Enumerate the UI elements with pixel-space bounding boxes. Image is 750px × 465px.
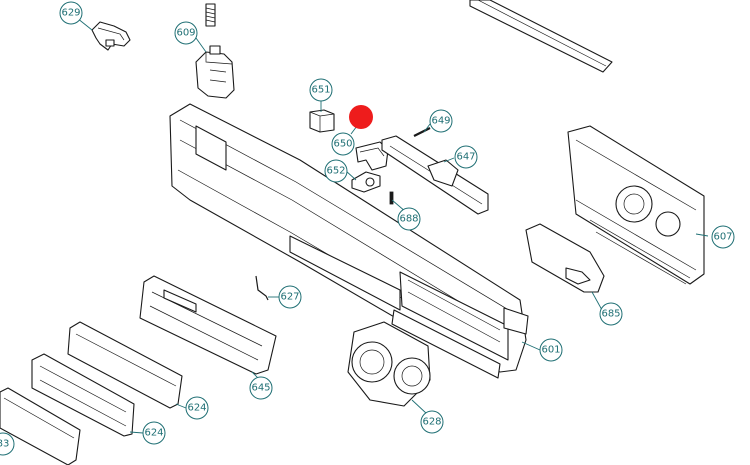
part-649-screw bbox=[413, 127, 431, 137]
callout-label: 629 bbox=[61, 8, 80, 19]
callout-649[interactable]: 649 bbox=[429, 109, 453, 133]
part-629-bracket bbox=[91, 21, 131, 51]
part-652-latch bbox=[351, 171, 381, 193]
callout-624-cover[interactable]: 624 bbox=[185, 396, 209, 420]
callout-647[interactable]: 647 bbox=[454, 145, 478, 169]
part-627-wire bbox=[255, 275, 269, 301]
part-647-latch-bar bbox=[381, 135, 489, 215]
callout-label: 685 bbox=[601, 309, 620, 320]
part-685-gasket bbox=[525, 223, 605, 293]
part-607-control-module bbox=[567, 125, 705, 285]
callout-label: 609 bbox=[176, 28, 195, 39]
callout-label: 688 bbox=[399, 214, 418, 225]
callout-label: 628 bbox=[422, 417, 441, 428]
part-645-display-housing bbox=[139, 275, 277, 375]
callout-683[interactable]: 83 bbox=[0, 432, 15, 456]
part-688-pin bbox=[389, 191, 394, 205]
callout-685[interactable]: 685 bbox=[599, 302, 623, 326]
callout-label: 601 bbox=[541, 345, 560, 356]
callout-629[interactable]: 629 bbox=[59, 1, 83, 25]
callout-607[interactable]: 607 bbox=[711, 225, 735, 249]
callout-651[interactable]: 651 bbox=[309, 78, 333, 102]
callout-label: 652 bbox=[326, 166, 345, 177]
part-650-bracket bbox=[355, 141, 389, 171]
callout-label: 83 bbox=[0, 439, 9, 450]
callout-628[interactable]: 628 bbox=[420, 410, 444, 434]
callout-624-frame[interactable]: 624 bbox=[142, 421, 166, 445]
part-624-frame bbox=[31, 353, 135, 437]
callout-label: 627 bbox=[280, 292, 299, 303]
part-601-main-housing bbox=[169, 103, 529, 379]
part-624-display-cover bbox=[67, 321, 183, 409]
callout-688[interactable]: 688 bbox=[397, 207, 421, 231]
part-651-box bbox=[309, 109, 335, 133]
callout-label: 607 bbox=[713, 232, 732, 243]
selected-marker-dot bbox=[349, 105, 373, 129]
callout-650[interactable]: 650 bbox=[331, 132, 355, 156]
part-683-bottom-strip bbox=[0, 387, 81, 465]
callout-609[interactable]: 609 bbox=[174, 21, 198, 45]
part-628-knob-plate bbox=[347, 321, 431, 407]
part-609-connector bbox=[195, 45, 235, 99]
callout-label: 624 bbox=[144, 428, 163, 439]
callout-label: 645 bbox=[251, 383, 270, 394]
callout-label: 624 bbox=[187, 403, 206, 414]
spring-part bbox=[205, 3, 216, 27]
callout-627[interactable]: 627 bbox=[278, 285, 302, 309]
callout-label: 649 bbox=[431, 116, 450, 127]
callout-652[interactable]: 652 bbox=[324, 159, 348, 183]
callout-645[interactable]: 645 bbox=[249, 376, 273, 400]
callout-601[interactable]: 601 bbox=[539, 338, 563, 362]
callout-label: 651 bbox=[311, 85, 330, 96]
callout-label: 650 bbox=[333, 139, 352, 150]
top-strip-part bbox=[469, 0, 613, 73]
callout-label: 647 bbox=[456, 152, 475, 163]
